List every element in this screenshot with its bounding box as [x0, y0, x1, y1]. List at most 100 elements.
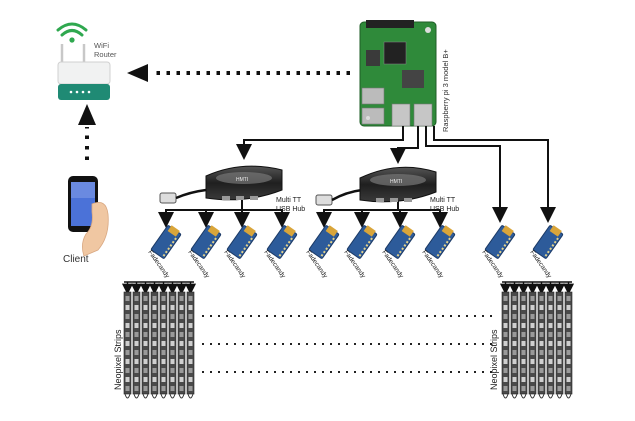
led-pixel [557, 314, 562, 319]
led-pixel [512, 296, 517, 301]
led-pixel [161, 314, 166, 319]
led-pixel [503, 314, 508, 319]
wifi-link-client-router [78, 104, 96, 160]
led-pixel [188, 332, 193, 337]
led-pixel [161, 323, 166, 328]
led-pixel [539, 314, 544, 319]
wifi-link-pi-router [127, 64, 350, 82]
led-pixel [566, 341, 571, 346]
led-pixel [179, 314, 184, 319]
hub-label-line1: Multi TT [276, 197, 302, 204]
led-pixel [557, 332, 562, 337]
led-pixel [530, 386, 535, 391]
led-pixel [179, 386, 184, 391]
led-pixel [521, 332, 526, 337]
router-body [57, 61, 111, 85]
led-pixel [557, 350, 562, 355]
led-pixel [152, 359, 157, 364]
usb-connector [549, 225, 562, 237]
wifi-icon [56, 22, 88, 43]
led-pixel [170, 359, 175, 364]
led-pixel [179, 323, 184, 328]
led-pixel [557, 341, 562, 346]
neopixel-strip-block-right [499, 281, 575, 399]
led-pixel [566, 323, 571, 328]
led-pixel [512, 386, 517, 391]
led-pixel [503, 305, 508, 310]
led-pixel [548, 350, 553, 355]
led-pixel [566, 350, 571, 355]
led-pixel [512, 314, 517, 319]
led-pixel [548, 377, 553, 382]
led-pixel [503, 350, 508, 355]
led-pixel [161, 332, 166, 337]
led-pixel [143, 368, 148, 373]
fadecandy-board [484, 225, 516, 259]
led-pixel [521, 386, 526, 391]
led-pixel [557, 323, 562, 328]
led-pixel [179, 296, 184, 301]
led-pixel [188, 368, 193, 373]
led-pixel [530, 332, 535, 337]
led-pixel [566, 386, 571, 391]
led-pixel [521, 359, 526, 364]
led-pixel [548, 341, 553, 346]
led-pixel [134, 323, 139, 328]
led-pixel [557, 296, 562, 301]
led-pixel [539, 386, 544, 391]
led-pixel [188, 314, 193, 319]
led-pixel [188, 350, 193, 355]
usb-connector [243, 225, 256, 237]
fadecandy-board [384, 225, 416, 259]
led-pixel [134, 332, 139, 337]
led-pixel [134, 350, 139, 355]
led-pixel [521, 305, 526, 310]
led-pixel [512, 377, 517, 382]
usb-connector [283, 225, 296, 237]
led-pixel [530, 350, 535, 355]
led-pixel [134, 305, 139, 310]
led-pixel [170, 350, 175, 355]
line-hub2-fc8 [398, 209, 448, 228]
fadecandy-board [190, 225, 222, 259]
led-pixel [134, 386, 139, 391]
hub-brand: HMTI [390, 179, 402, 185]
line-hub1-fc1 [158, 197, 243, 228]
led-pixel [134, 377, 139, 382]
led-pixel [170, 314, 175, 319]
router-label-line2: Router [94, 50, 117, 59]
fadecandy-board [308, 225, 340, 259]
led-pixel [566, 314, 571, 319]
arrow-head-router [127, 64, 148, 82]
led-pixel [566, 332, 571, 337]
led-pixel [512, 350, 517, 355]
led-pixel [503, 359, 508, 364]
led-pixel [170, 341, 175, 346]
led-pixel [557, 377, 562, 382]
fadecandy-board [266, 225, 298, 259]
led-pixel [170, 332, 175, 337]
client-phone: Client [63, 176, 109, 265]
usb-hub-2: HMTI Multi TT USB Hub [315, 166, 459, 213]
led-pixel [134, 368, 139, 373]
led-pixel [161, 386, 166, 391]
led-pixel [188, 323, 193, 328]
line-hub1-fc4 [242, 209, 290, 228]
led-pixel [539, 359, 544, 364]
led-pixel [557, 368, 562, 373]
led-pixel [512, 332, 517, 337]
led-pixel [548, 368, 553, 373]
led-pixel [125, 341, 130, 346]
led-pixel [152, 296, 157, 301]
led-pixel [521, 350, 526, 355]
led-pixel [125, 314, 130, 319]
fadecandy-board [532, 225, 564, 259]
led-pixel [566, 296, 571, 301]
led-pixel [179, 332, 184, 337]
led-pixel [152, 305, 157, 310]
led-pixel [143, 296, 148, 301]
strip-continuation-dots [202, 315, 494, 373]
pi-label: Raspberry pi 3 model B+ [441, 49, 450, 132]
strips-label-left: Neopixel Strips [113, 329, 123, 390]
usb-plug-icon [315, 194, 333, 206]
